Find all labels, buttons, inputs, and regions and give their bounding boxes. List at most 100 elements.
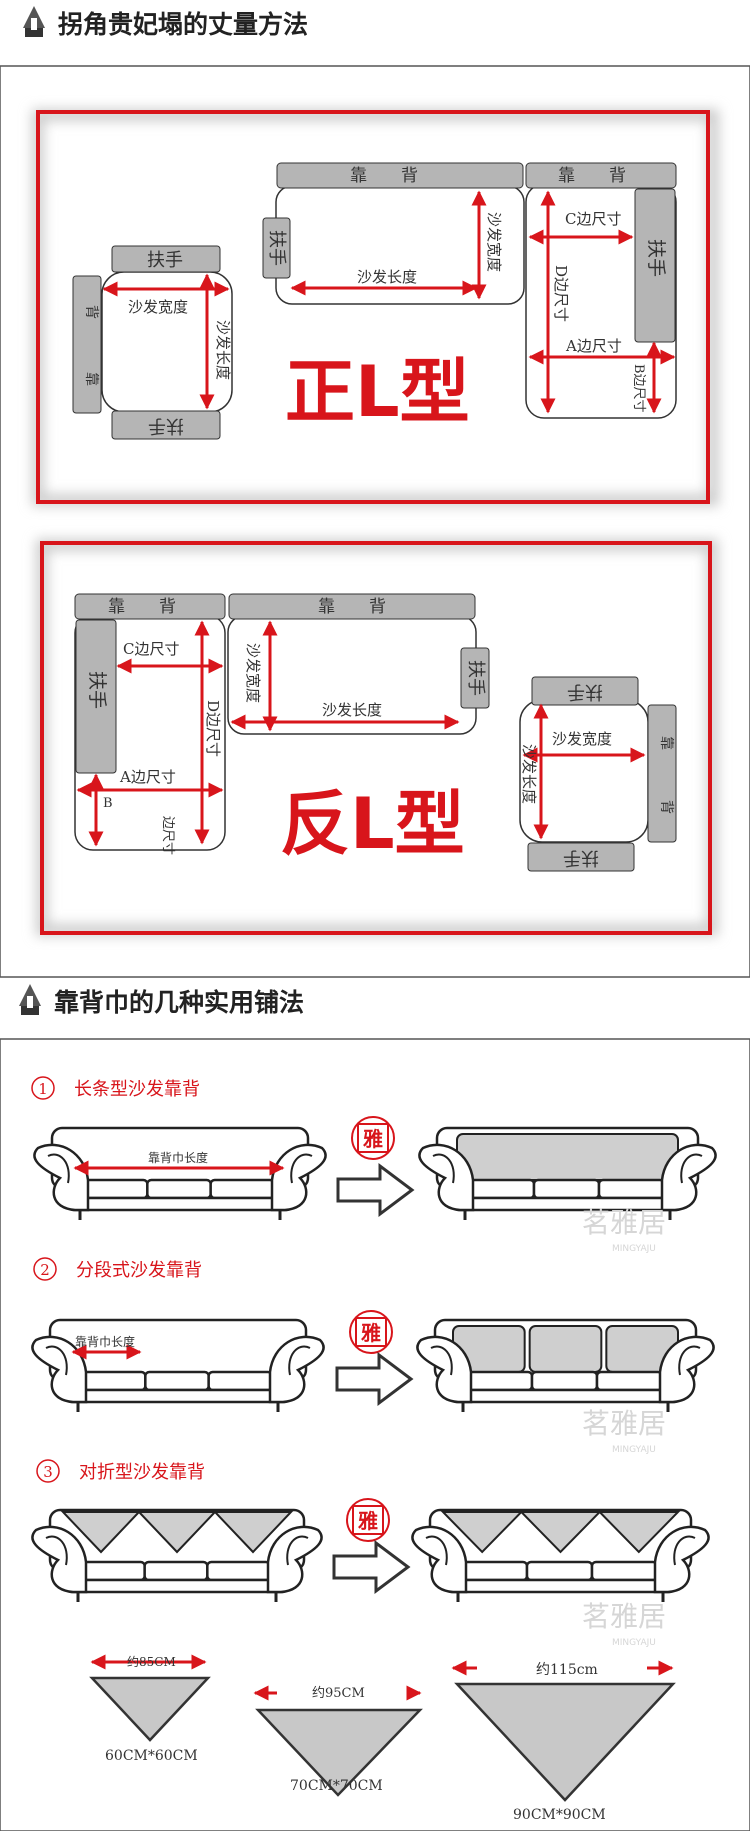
zheng-armrest-top	[111, 245, 221, 273]
zheng-kaobei-label: 靠 背	[350, 166, 418, 186]
stamp-1: 雅	[351, 1116, 395, 1160]
zheng-backrest-long	[276, 162, 524, 189]
watermark-2-sub: MINGYAJU	[612, 1445, 656, 1455]
arrow-right-1	[336, 1163, 415, 1217]
fan-c-label: C边尺寸	[123, 640, 179, 658]
zheng-armrest-mid-label: 扶手	[266, 230, 287, 266]
fan-armrest-bottom	[527, 842, 635, 872]
watermark-2: 茗雅居 MINGYAJU	[582, 1407, 666, 1455]
zheng-kao-label: 背	[83, 305, 99, 319]
section1-title: 拐角贵妃塌的丈量方法	[58, 10, 308, 39]
zheng-armrest-bottom-label: 扶手	[148, 415, 184, 436]
sofa-illustrations	[31, 1126, 717, 1602]
watermark-1: 茗雅居 MINGYAJU	[582, 1206, 666, 1254]
triangle-70-size: 70CM*70CM	[290, 1778, 383, 1794]
fan-armrest-mid-label: 扶手	[465, 660, 486, 696]
zheng-width-v-label: 沙发宽度	[485, 212, 503, 272]
fan-armrest-mid	[460, 647, 490, 709]
method-1-text: 长条型沙发靠背	[74, 1079, 200, 1100]
watermark-2-text: 茗雅居	[582, 1407, 666, 1440]
arrow-right-3	[332, 1540, 411, 1594]
method-2-measure-label: 靠背巾长度	[75, 1334, 135, 1349]
fan-kaobei2-label: 靠 背	[108, 597, 176, 617]
method-3-num: 3	[43, 1463, 53, 1481]
method-2-num: 2	[40, 1261, 50, 1279]
method-2-measure: 靠背巾长度	[71, 1334, 142, 1360]
method-1-num: 1	[38, 1080, 48, 1098]
zheng-red-frame	[36, 110, 710, 504]
triangle-90-approx: 约115cm	[536, 1662, 598, 1678]
watermark-3-sub: MINGYAJU	[612, 1638, 656, 1648]
method-2-label: 2 分段式沙发靠背	[33, 1257, 202, 1281]
section2-frame	[0, 1038, 750, 1831]
section2-header: 靠背巾的几种实用铺法	[0, 984, 750, 1831]
zheng-square-seat: 扶手 扶手 背 靠 沙发宽度 沙发长度	[72, 245, 233, 440]
watermark-3: 茗雅居 MINGYAJU	[582, 1600, 666, 1648]
fan-kao-label: 靠	[658, 736, 674, 750]
fan-bei-label: 背	[658, 800, 674, 814]
zheng-armrest-corner-label: 扶手	[645, 239, 667, 277]
zheng-l-panel: 扶手 扶手 背 靠 沙发宽度 沙发长度 靠 背 扶手 沙发长度 沙发宽度	[32, 109, 719, 506]
zheng-b-label: B边尺寸	[631, 364, 646, 413]
section2-title: 靠背巾的几种实用铺法	[54, 988, 304, 1017]
triangle-70-approx: 约95CM	[312, 1686, 365, 1701]
method-1-measure-label: 靠背巾长度	[148, 1150, 208, 1165]
zheng-bei-label: 靠	[83, 372, 99, 386]
fan-length-label: 沙发长度	[322, 701, 382, 719]
zheng-backrest-corner	[525, 162, 677, 189]
zheng-backrest-left	[72, 275, 102, 414]
triangle-70: 约95CM 70CM*70CM	[253, 1685, 423, 1797]
fan-big-label: 反L型	[280, 783, 465, 865]
house-icon	[19, 984, 41, 1015]
stamp-3: 雅	[346, 1498, 390, 1542]
sofa-2-after	[416, 1318, 715, 1412]
fan-armrest-corner	[75, 619, 117, 774]
method-2-text: 分段式沙发靠背	[76, 1260, 202, 1281]
fan-square-seat: 扶手 扶手 靠 背 沙发宽度 沙发长度	[519, 676, 677, 872]
triangle-60-approx: 约85CM	[127, 1654, 176, 1669]
section1-header: 拐角贵妃塌的丈量方法	[0, 6, 750, 978]
zheng-big-label: 正L型	[285, 351, 470, 433]
fan-width-v-label: 沙发宽度	[244, 643, 262, 703]
fan-backrest-right	[647, 704, 677, 843]
watermark-3-text: 茗雅居	[582, 1600, 666, 1633]
zheng-armrest-bottom	[111, 410, 221, 440]
zheng-length-v-label: 沙发长度	[214, 320, 232, 380]
fan-kaobei-label: 靠 背	[318, 597, 386, 617]
fan-red-frame	[40, 541, 712, 935]
fan-armrest-top	[531, 676, 639, 706]
fan-d-label: D边尺寸	[204, 700, 222, 757]
fan-b-label: B	[103, 796, 113, 811]
method-3-label: 3 对折型沙发靠背	[36, 1459, 205, 1483]
stamp-2: 雅	[349, 1310, 393, 1354]
method-3-text: 对折型沙发靠背	[79, 1462, 205, 1483]
sofa-3-after	[411, 1508, 710, 1602]
zheng-long-sofa: 靠 背 扶手 沙发长度 沙发宽度	[262, 162, 525, 305]
watermark-1-text: 茗雅居	[582, 1206, 666, 1239]
zheng-armrest-mid	[262, 217, 291, 279]
zheng-a-label: A边尺寸	[565, 337, 622, 355]
arrow-right-2	[335, 1352, 414, 1406]
house-icon	[23, 6, 45, 37]
zheng-kaobei2-label: 靠 背	[558, 166, 626, 186]
method-1-label: 1 长条型沙发靠背	[31, 1076, 200, 1100]
sofa-3-before	[31, 1508, 323, 1602]
triangle-90-size: 90CM*90CM	[513, 1807, 606, 1823]
watermark-1-sub: MINGYAJU	[612, 1244, 656, 1254]
fan-armrest-top-label: 扶手	[567, 681, 603, 702]
sofa-2-before	[31, 1318, 325, 1412]
fan-corner: 靠 背 扶手 C边尺寸 A边尺寸 D边尺寸 B 边尺寸	[74, 593, 226, 855]
fan-armrest-corner-label: 扶手	[86, 671, 108, 709]
fan-length-v-label: 沙发长度	[520, 744, 538, 804]
fan-backrest-long	[228, 593, 476, 620]
triangle-60-size: 60CM*60CM	[105, 1748, 198, 1764]
zheng-d-label: D边尺寸	[552, 265, 570, 322]
fan-l-panel: 靠 背 扶手 C边尺寸 A边尺寸 D边尺寸 B 边尺寸 靠 背 扶手 沙发长度 …	[36, 539, 718, 936]
zheng-corner: 靠 背 扶手 C边尺寸 A边尺寸 D边尺寸 B边尺寸	[525, 162, 677, 419]
stamp-3-char: 雅	[358, 1509, 378, 1533]
zheng-c-label: C边尺寸	[565, 210, 621, 228]
fan-long-sofa: 靠 背 扶手 沙发长度 沙发宽度	[227, 593, 490, 735]
fan-a-label: A边尺寸	[119, 768, 176, 786]
zheng-width-label: 沙发宽度	[128, 298, 188, 316]
